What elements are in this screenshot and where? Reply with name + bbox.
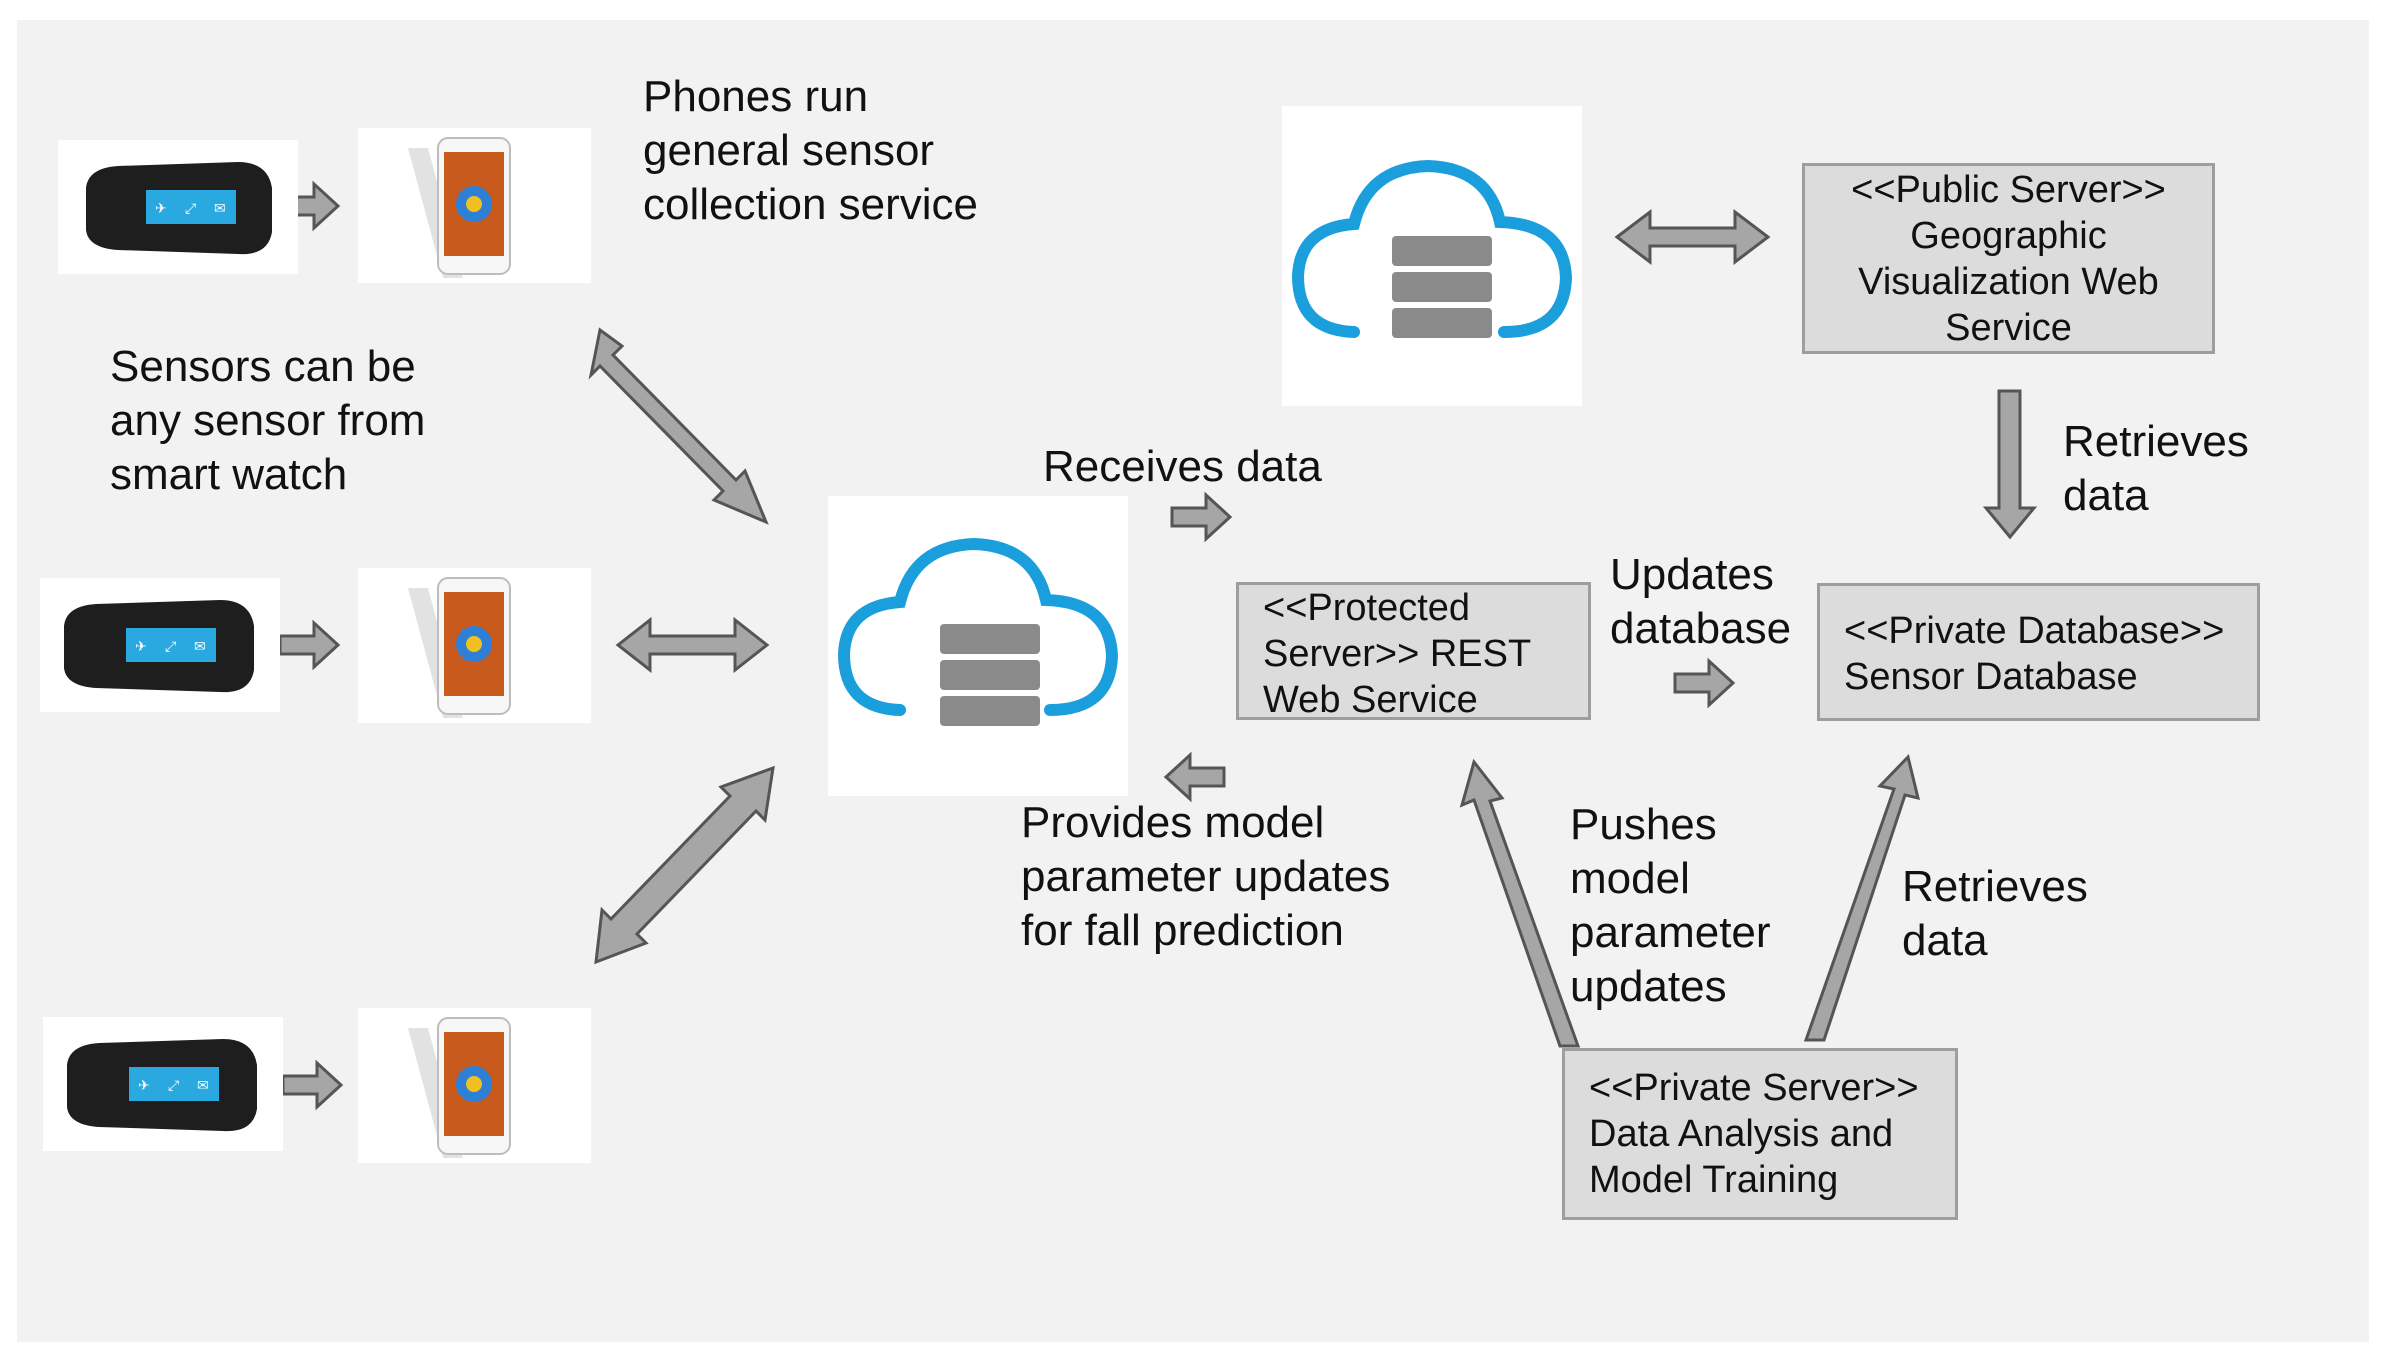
label-phones-run: Phones run general sensor collection ser… bbox=[643, 72, 979, 229]
arrow-updates-database bbox=[1673, 659, 1735, 707]
arrow-phone2-cloud bbox=[615, 616, 770, 674]
watch-tile-1: ✈ ⤢ ✉ bbox=[58, 140, 298, 274]
watch-tile-3: ✈ ⤢ ✉ bbox=[43, 1017, 283, 1151]
smart-watch-icon: ✈ ⤢ ✉ bbox=[67, 1039, 257, 1132]
arrow-watch2-phone2 bbox=[278, 621, 340, 669]
arrow-receives-data bbox=[1170, 493, 1232, 541]
cloud-tile-top bbox=[1282, 106, 1582, 406]
svg-text:✈: ✈ bbox=[155, 201, 167, 217]
svg-text:✉: ✉ bbox=[214, 201, 226, 217]
arrow-provides-model bbox=[1164, 753, 1226, 801]
arrow-cloudtop-public bbox=[1614, 208, 1771, 266]
label-provides-model: Provides model parameter updates for fal… bbox=[1021, 798, 1391, 955]
arrow-watch3-phone3 bbox=[281, 1061, 343, 1109]
smart-watch-icon: ✈ ⤢ ✉ bbox=[86, 162, 272, 255]
phone-tile-3 bbox=[358, 1008, 591, 1163]
svg-text:⤢: ⤢ bbox=[168, 1078, 179, 1094]
cloud-tile-center bbox=[828, 496, 1128, 796]
svg-text:✉: ✉ bbox=[194, 639, 206, 655]
label-sensors-can-be: Sensors can be any sensor from smart wat… bbox=[110, 342, 426, 499]
svg-text:✈: ✈ bbox=[135, 639, 147, 655]
smartphone-icon bbox=[408, 137, 511, 278]
arrow-retrieves-data-bottom bbox=[1803, 753, 1921, 1042]
svg-text:✈: ✈ bbox=[138, 1078, 150, 1094]
smart-watch-icon: ✈ ⤢ ✉ bbox=[64, 600, 254, 693]
svg-text:✉: ✉ bbox=[197, 1078, 209, 1094]
smartphone-icon bbox=[408, 577, 511, 718]
phone-tile-1 bbox=[358, 128, 591, 283]
svg-text:⤢: ⤢ bbox=[185, 201, 196, 217]
label-pushes-model: Pushes model parameter updates bbox=[1570, 800, 1771, 1011]
phone-tile-2 bbox=[358, 568, 591, 723]
watch-tile-2: ✈ ⤢ ✉ bbox=[40, 578, 280, 712]
svg-text:⤢: ⤢ bbox=[165, 639, 176, 655]
private-server-box: <<Private Server>> Data Analysis and Mod… bbox=[1562, 1048, 1958, 1220]
arrow-phone1-cloud bbox=[588, 327, 769, 525]
smartphone-icon bbox=[408, 1017, 511, 1158]
protected-server-box: <<Protected Server>> REST Web Service bbox=[1236, 582, 1591, 721]
label-retrieves-data-bottom: Retrieves data bbox=[1902, 862, 2088, 965]
label-updates-database: Updates database bbox=[1610, 550, 1792, 653]
arrow-pushes-model bbox=[1459, 758, 1581, 1048]
label-retrieves-data-top: Retrieves data bbox=[2063, 417, 2249, 520]
cloud-server-icon bbox=[1291, 159, 1573, 338]
private-database-box: <<Private Database>> Sensor Database bbox=[1817, 583, 2260, 721]
arrow-phone3-cloud bbox=[594, 765, 775, 965]
arrow-public-to-database bbox=[1982, 389, 2038, 540]
label-receives-data: Receives data bbox=[1043, 442, 1322, 491]
cloud-server-icon bbox=[837, 537, 1119, 726]
public-server-box: <<Public Server>> Geographic Visualizati… bbox=[1802, 163, 2215, 354]
